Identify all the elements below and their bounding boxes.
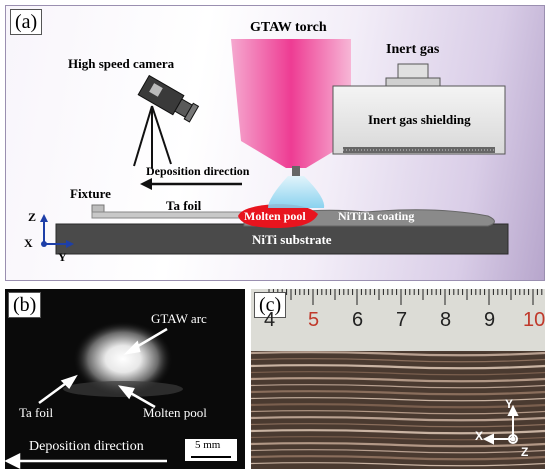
- axes-icon: [40, 214, 74, 248]
- coating-layers: [251, 351, 545, 467]
- deposition-direction-label: Deposition direction: [146, 164, 250, 178]
- panel-a-label: (a): [10, 9, 43, 35]
- arc-photo-drawing: [5, 321, 237, 469]
- ruler-number: 6: [352, 309, 364, 331]
- molten-pool-shape: [238, 204, 318, 228]
- high-speed-camera-icon: [133, 74, 200, 168]
- axis-x-label: X: [24, 236, 33, 250]
- fixture-label: Fixture: [70, 186, 111, 201]
- coating-label: NiTiTa coating: [338, 209, 415, 223]
- ruler-number: 4: [264, 309, 276, 331]
- high-speed-camera-label: High speed camera: [68, 56, 175, 71]
- substrate-label: NiTi substrate: [252, 232, 332, 247]
- panel-c-label: (c): [254, 292, 287, 318]
- scale-bar-box: [185, 439, 237, 461]
- ta-foil-label-b: Ta foil: [19, 405, 54, 420]
- inert-gas-label: Inert gas: [386, 42, 440, 57]
- torch-electrode: [292, 166, 300, 176]
- axis-y-label: Y: [58, 250, 67, 264]
- gtaw-torch-label: GTAW torch: [250, 20, 327, 35]
- panel-a-schematic: (a) GTAW torch Inert gas High speed came…: [5, 5, 545, 281]
- ruler-number: 5: [308, 309, 320, 331]
- inert-gas-shielding-label: Inert gas shielding: [368, 112, 471, 127]
- scale-bar-label: 5 mm: [195, 439, 221, 451]
- ruler-number: 10: [523, 309, 545, 331]
- ta-foil-label: Ta foil: [166, 198, 202, 213]
- panel-b-label: (b): [8, 292, 42, 318]
- panel-b-arc-image: (b) GTAW arc Ta foil Molten pool Deposit…: [5, 289, 245, 469]
- ruler-number: 9: [484, 309, 496, 331]
- ruler-number: 7: [396, 309, 408, 331]
- axis-z-label: Z: [28, 210, 37, 224]
- ruler-number: 8: [440, 309, 452, 331]
- coating-photo-drawing: [251, 289, 545, 469]
- ta-foil-arrow: [38, 379, 70, 405]
- deposition-direction-arrow: [140, 178, 242, 190]
- axis-z-label-c: Z: [521, 445, 529, 459]
- gtaw-torch-body: [231, 39, 351, 168]
- axis-y-label-c: Y: [505, 397, 514, 411]
- gtaw-arc-shape: [268, 176, 325, 208]
- inert-gas-shielding-box: [332, 85, 506, 155]
- schematic-drawing: [40, 39, 509, 255]
- gtaw-arc-label: GTAW arc: [151, 311, 207, 326]
- axes-icon-c: [482, 404, 519, 445]
- molten-pool-label-b: Molten pool: [143, 405, 207, 420]
- niti-substrate: [55, 223, 509, 255]
- deposition-direction-label-b: Deposition direction: [29, 439, 144, 454]
- molten-pool-label: Molten pool: [244, 209, 306, 223]
- panel-c-coating-photo: (c) 4 5 6 7 8 9 10 X Y Z: [251, 289, 545, 469]
- ruler: [251, 289, 545, 351]
- axis-x-label-c: X: [475, 429, 484, 443]
